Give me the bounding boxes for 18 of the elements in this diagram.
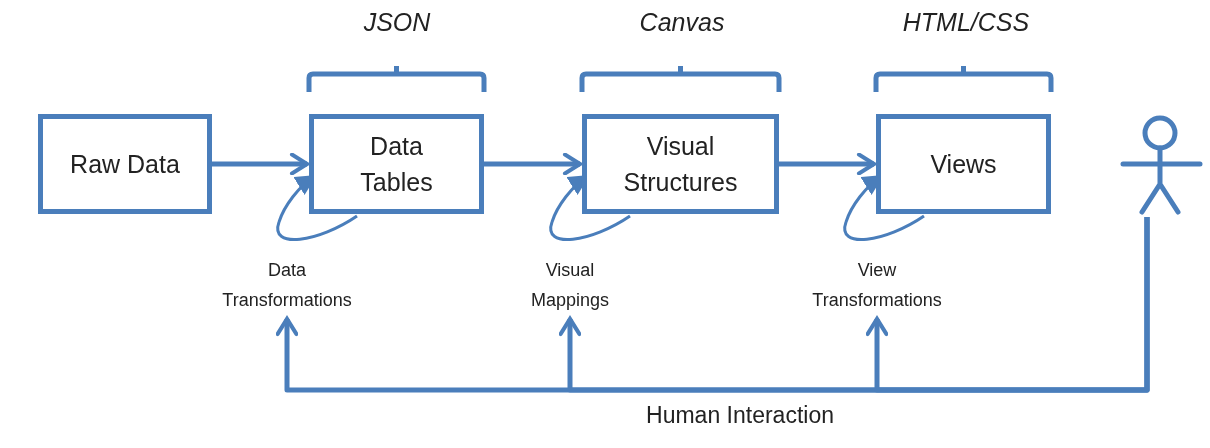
step-label: Data Transformations <box>212 254 362 316</box>
process-box: Visual Structures <box>582 114 779 214</box>
process-box: Data Tables <box>309 114 484 214</box>
arrow <box>865 217 1150 393</box>
format-label: JSON <box>363 8 431 37</box>
step-label: Visual Mappings <box>505 254 635 316</box>
arrow <box>484 152 583 176</box>
loop-arrow <box>549 174 631 241</box>
axis-label: Human Interaction <box>646 402 834 429</box>
process-box: Views <box>876 114 1051 214</box>
arrow <box>779 152 877 176</box>
format-label: Canvas <box>639 8 725 37</box>
process-box: Raw Data <box>38 114 212 214</box>
format-label: HTML/CSS <box>902 8 1030 37</box>
arrow <box>212 152 310 176</box>
loop-arrow <box>276 174 358 241</box>
step-label: View Transformations <box>802 254 952 316</box>
loop-arrow <box>843 174 925 241</box>
